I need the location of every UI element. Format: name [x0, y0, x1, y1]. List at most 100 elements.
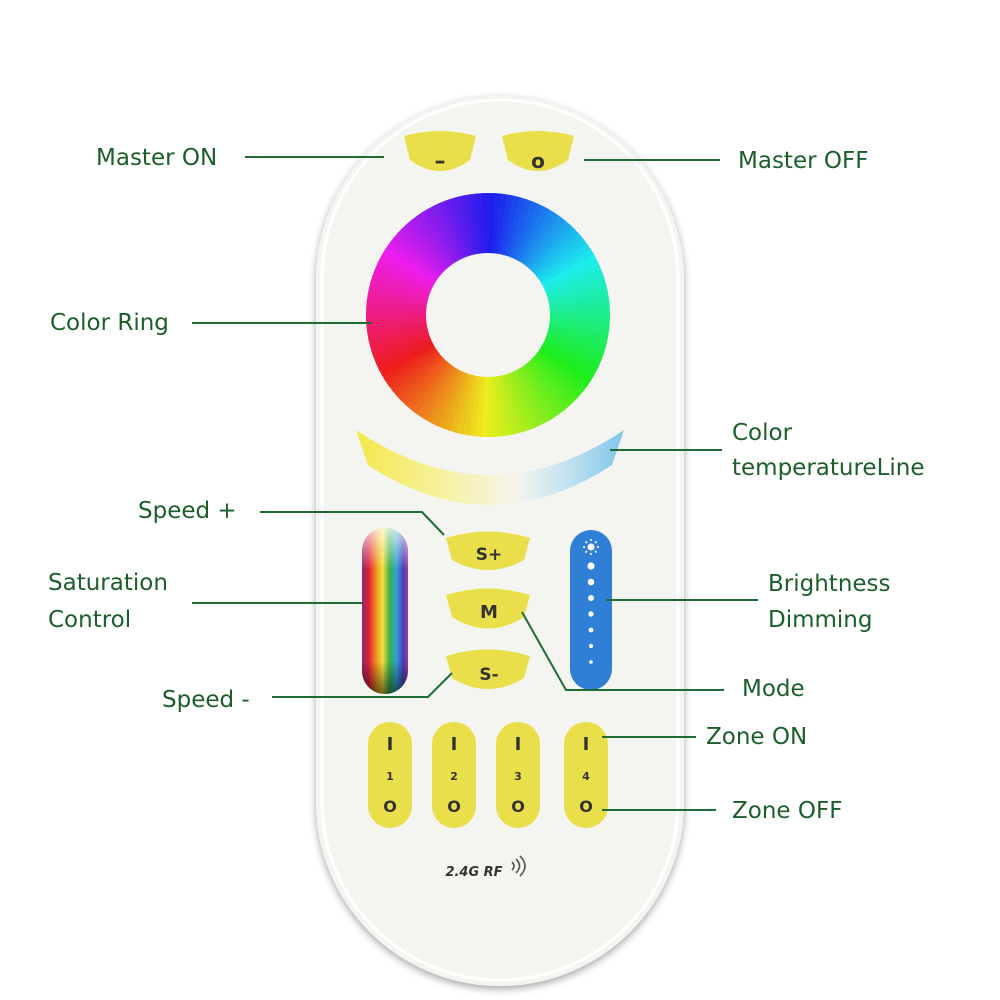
color-ring-segment — [549, 308, 610, 317]
color-ring-segment — [486, 376, 495, 437]
color-ring-segment — [523, 363, 565, 415]
master-off-button[interactable]: o — [502, 131, 574, 173]
color-ring-segment — [521, 212, 562, 266]
color-ring[interactable] — [366, 192, 610, 438]
color-ring-segment — [432, 202, 464, 260]
color-ring-segment — [373, 336, 432, 365]
brightness-dot — [588, 595, 594, 601]
label-zone-off: Zone OFF — [732, 798, 842, 824]
color-ring-segment — [411, 215, 453, 267]
color-ring-segment — [379, 252, 435, 287]
zone-2-number: 2 — [450, 770, 458, 783]
color-ring-segment — [450, 196, 473, 257]
color-ring-segment — [396, 355, 445, 402]
color-ring-segment — [419, 366, 457, 421]
color-ring-segment — [430, 369, 463, 427]
color-ring-segment — [535, 351, 587, 394]
color-ring-segment — [493, 376, 508, 437]
master-on-button[interactable]: – — [404, 131, 476, 174]
zone-3[interactable]: I 3 O — [496, 722, 540, 828]
zone-4-off-symbol: O — [579, 797, 593, 816]
color-ring-segment — [414, 364, 455, 418]
color-ring-segment — [388, 350, 440, 392]
color-ring-segment — [416, 211, 456, 265]
label-color-temperature-1: Color — [732, 420, 793, 446]
mode-button[interactable]: M — [446, 588, 530, 629]
color-ring-segment — [545, 271, 605, 297]
color-ring-segment — [374, 263, 432, 293]
zone-1-on-symbol: I — [387, 734, 394, 755]
zone-4[interactable]: I 4 O — [564, 722, 608, 828]
zone-1-off-symbol: O — [383, 797, 397, 816]
label-brightness-1: Brightness — [768, 571, 891, 597]
speed-plus-button[interactable]: S+ — [446, 531, 530, 571]
speed-minus-button[interactable]: S- — [446, 649, 530, 690]
color-ring-segment — [366, 313, 427, 322]
color-ring-segment — [382, 246, 437, 284]
rf-branding: 2.4G RF — [445, 865, 502, 880]
color-ring-segment — [548, 289, 609, 307]
color-ring-segment — [368, 326, 429, 347]
color-ring-segment — [543, 259, 601, 291]
zone-2[interactable]: I 2 O — [432, 722, 476, 828]
color-ring-segment — [438, 200, 467, 259]
color-ring-segment — [385, 241, 439, 282]
remote-edge-highlight — [320, 98, 680, 982]
color-ring-segment — [436, 371, 466, 429]
color-ring-segment — [369, 330, 430, 353]
color-ring-segment — [481, 193, 490, 254]
color-ring-segment — [366, 320, 427, 335]
color-ring-segment — [542, 340, 600, 373]
color-ring-segment — [381, 345, 436, 382]
color-ring-segment — [409, 362, 452, 414]
color-ring-segment — [537, 348, 591, 389]
brightness-dot — [589, 660, 593, 664]
color-ring-segment — [371, 333, 431, 359]
speed-minus-text: S- — [479, 665, 498, 685]
label-zone-on: Zone ON — [706, 724, 807, 750]
color-ring-center[interactable] — [428, 255, 548, 375]
color-ring-segment — [499, 374, 520, 435]
color-ring-segment — [510, 201, 540, 259]
callout-speed-minus — [272, 672, 453, 698]
brightness-dot — [587, 562, 595, 570]
color-ring-segment — [389, 236, 441, 279]
color-ring-segment — [404, 360, 449, 410]
color-ring-segment — [400, 358, 447, 406]
color-ring-segment — [425, 368, 460, 424]
color-ring-segment — [397, 227, 445, 274]
label-saturation-2: Control — [48, 607, 131, 633]
color-ring-segment — [444, 198, 470, 258]
brightness-bar[interactable] — [570, 530, 612, 690]
saturation-bar[interactable] — [362, 528, 408, 694]
brightness-sun-icon — [583, 539, 599, 555]
brightness-dot — [588, 627, 594, 633]
color-ring-segment — [534, 233, 585, 277]
master-off-symbol: o — [531, 149, 545, 173]
callout-speed-plus — [260, 511, 445, 536]
label-color-temperature-2: temperatureLine — [732, 455, 925, 481]
color-ring-segment — [544, 265, 603, 294]
zone-4-on-symbol: I — [583, 734, 590, 755]
color-ring-segment — [547, 283, 608, 304]
label-saturation-1: Saturation — [48, 570, 168, 596]
zone-2-on-symbol: I — [451, 734, 458, 755]
zone-1[interactable]: I 1 O — [368, 722, 412, 828]
color-ring-segment — [401, 223, 448, 272]
brightness-dot — [588, 611, 594, 617]
color-ring-segment — [393, 231, 443, 276]
label-master-off: Master OFF — [738, 148, 868, 174]
color-ring-segment — [544, 337, 602, 367]
color-ring-segment — [406, 218, 450, 269]
color-ring-segment — [519, 209, 557, 264]
callout-mode — [521, 611, 724, 691]
color-ring-segment — [367, 323, 428, 341]
color-ring-segment — [375, 339, 433, 371]
zone-3-on-symbol: I — [515, 734, 522, 755]
color-ring-segment — [541, 343, 597, 378]
color-temperature-line[interactable] — [356, 430, 624, 505]
color-ring-segment — [427, 205, 461, 262]
color-ring-segment — [503, 373, 526, 434]
label-speed-minus: Speed - — [162, 687, 250, 713]
